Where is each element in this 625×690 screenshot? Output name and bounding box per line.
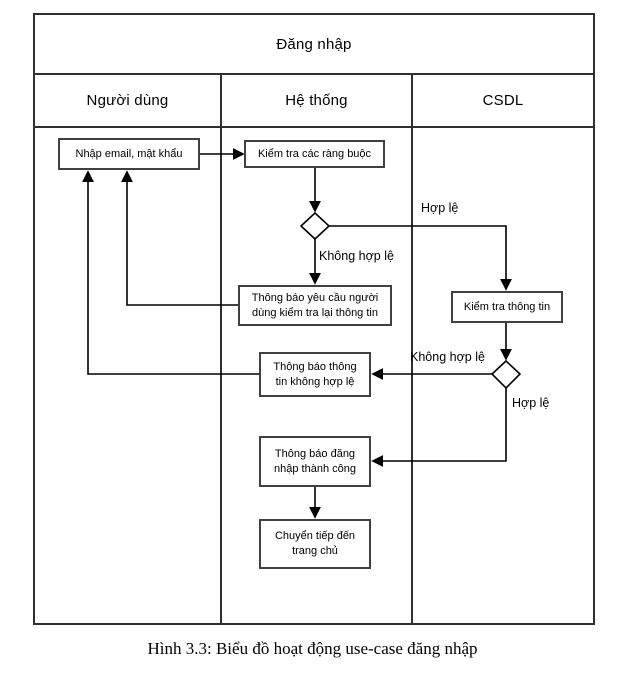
diagram-title: Đăng nhập [276, 35, 352, 53]
decision-diamond-2 [490, 359, 522, 390]
edge-label-decision1-valid: Hợp lệ [421, 201, 459, 215]
node-notify-invalid: Thông báo thông tin không hợp lệ [259, 352, 371, 397]
edge-notifyinvalid-to-enter [82, 170, 259, 375]
edge-label-decision2-invalid: Không hợp lệ [410, 350, 485, 364]
figure-caption: Hình 3.3: Biểu đồ hoạt động use-case đăn… [147, 639, 478, 658]
edge-label-decision1-invalid: Không hợp lệ [319, 249, 394, 263]
node-notify-recheck: Thông báo yêu cầu người dùng kiểm tra lạ… [238, 285, 392, 326]
lane-header-user: Người dùng [86, 92, 169, 109]
lane-header-database: CSDL [482, 92, 524, 109]
node-check-info: Kiểm tra thông tin [451, 291, 563, 323]
edge-recheck-to-enter [121, 170, 238, 306]
decision-diamond-1 [299, 211, 331, 241]
edge-label-decision2-valid: Hợp lệ [512, 396, 550, 410]
node-enter-credentials: Nhập email, mật khẩu [58, 138, 200, 170]
lane-header-system: Hệ thống [285, 92, 348, 109]
node-redirect-home: Chuyển tiếp đến trang chủ [259, 519, 371, 569]
node-notify-success: Thông báo đăng nhập thành công [259, 436, 371, 487]
node-check-constraints: Kiểm tra các ràng buộc [244, 140, 385, 168]
edge-decision2-valid-to-success [371, 388, 507, 467]
